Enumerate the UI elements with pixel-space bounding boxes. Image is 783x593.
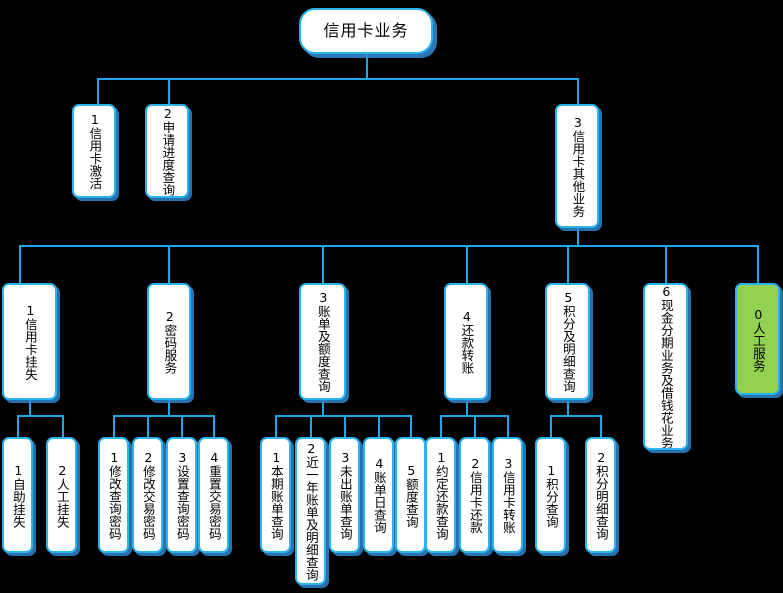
node-leaf-manual-loss-report[interactable]: 2人工挂失: [46, 437, 77, 553]
connector-bill-bus: [275, 415, 412, 417]
connector-pwd-leaf-1: [113, 415, 115, 437]
connector-pwd-leaf-2: [147, 415, 149, 437]
connector-repay-leaf-1: [440, 415, 442, 437]
connector-to-l3-4: [466, 245, 468, 283]
node-label: 2密码服务: [162, 309, 178, 374]
connector-points-leaf-2: [600, 415, 602, 437]
node-l3-cash-installment-and-loan-business[interactable]: 6现金分期业务及借钱花业务: [643, 283, 688, 450]
node-root-credit-card-business[interactable]: 信用卡业务: [299, 8, 433, 54]
node-l3-card-loss-report[interactable]: 1信用卡挂失: [2, 283, 57, 400]
node-leaf-points-query[interactable]: 1积分查询: [535, 437, 566, 553]
node-l2-other-card-services[interactable]: 3信用卡其他业务: [555, 104, 599, 228]
connector-to-l3-2: [168, 245, 170, 283]
node-label: 6现金分期业务及借钱花业务: [658, 284, 674, 449]
connector-to-l2-2: [168, 78, 170, 104]
connector-to-l3-3: [322, 245, 324, 283]
connector-repay-down: [466, 400, 468, 416]
connector-lost-bus: [17, 415, 64, 417]
node-label: 3信用卡其他业务: [570, 114, 586, 218]
node-label: 1自助挂失: [10, 462, 26, 528]
node-label: 0人工服务: [750, 306, 766, 372]
node-l2-application-progress-query[interactable]: 2申请进度查询: [145, 104, 189, 198]
connector-points-down: [567, 400, 569, 416]
connector-pwd-leaf-3: [181, 415, 183, 437]
node-label: 3账单及额度查询: [315, 290, 331, 393]
node-label: 1修改查询密码: [106, 450, 122, 540]
connector-pwd-down: [168, 400, 170, 416]
connector-to-l2-3: [577, 78, 579, 104]
node-l3-repayment-transfer[interactable]: 4还款转账: [444, 283, 488, 400]
connector-repay-leaf-3: [507, 415, 509, 437]
node-label: 2近一年账单及明细查询: [303, 441, 319, 581]
connector-to-l2-1: [97, 78, 99, 104]
node-label: 信用卡业务: [323, 20, 409, 40]
node-label: 1约定还款查询: [433, 450, 449, 540]
connector-lost-leaf-2: [62, 415, 64, 437]
node-label: 4账单日查询: [371, 456, 387, 534]
connector-bill-leaf-3: [344, 415, 346, 437]
connector-bill-leaf-4: [378, 415, 380, 437]
node-leaf-change-transaction-password[interactable]: 2修改交易密码: [132, 437, 163, 553]
connector-bill-leaf-2: [310, 415, 312, 437]
connector-lost-down: [29, 400, 31, 416]
node-label: 5额度查询: [403, 462, 419, 528]
node-label: 1本期账单查询: [268, 450, 284, 540]
connector-to-l3-6: [665, 245, 667, 283]
connector-repay-leaf-2: [474, 415, 476, 437]
node-label: 2人工挂失: [54, 462, 70, 528]
node-label: 5积分及明细查询: [560, 290, 576, 393]
node-label: 4还款转账: [459, 309, 475, 374]
connector-root-down: [366, 54, 368, 78]
connector-lost-leaf-1: [17, 415, 19, 437]
connector-to-l3-0: [757, 245, 759, 283]
node-leaf-reset-transaction-password[interactable]: 4重置交易密码: [198, 437, 229, 553]
node-leaf-points-detail-query[interactable]: 2积分明细查询: [585, 437, 616, 553]
node-label: 2修改交易密码: [140, 450, 156, 540]
node-leaf-bill-date-query[interactable]: 4账单日查询: [363, 437, 394, 553]
node-l3-password-service[interactable]: 2密码服务: [147, 283, 191, 400]
node-l3-points-and-detail-query[interactable]: 5积分及明细查询: [545, 283, 590, 400]
connector-bill-leaf-5: [410, 415, 412, 437]
connector-points-bus: [550, 415, 602, 417]
connector-points-leaf-1: [550, 415, 552, 437]
connector-bill-leaf-1: [275, 415, 277, 437]
connector-l2-3-down: [577, 228, 579, 246]
node-leaf-credit-card-transfer[interactable]: 3信用卡转账: [492, 437, 523, 553]
node-l3-bill-and-limit-query[interactable]: 3账单及额度查询: [299, 283, 346, 400]
connector-l3-bus: [19, 245, 759, 247]
node-leaf-current-bill-query[interactable]: 1本期账单查询: [260, 437, 291, 553]
node-label: 3未出账单查询: [337, 450, 353, 540]
node-label: 2申请进度查询: [160, 106, 176, 196]
node-l3-manual-service[interactable]: 0人工服务: [735, 283, 780, 395]
node-leaf-change-query-password[interactable]: 1修改查询密码: [98, 437, 129, 553]
node-label: 2积分明细查询: [593, 450, 609, 540]
node-label: 1信用卡挂失: [22, 302, 38, 381]
connector-pwd-leaf-4: [213, 415, 215, 437]
node-label: 3信用卡转账: [500, 456, 516, 534]
node-label: 1积分查询: [543, 462, 559, 528]
node-label: 3设置查询密码: [174, 450, 190, 540]
node-label: 1信用卡激活: [87, 112, 103, 190]
node-leaf-set-query-password[interactable]: 3设置查询密码: [166, 437, 197, 553]
connector-root-bus: [97, 78, 579, 80]
connector-to-l3-5: [567, 245, 569, 283]
node-label: 4重置交易密码: [206, 450, 222, 540]
node-leaf-credit-card-repayment[interactable]: 2信用卡还款: [459, 437, 490, 553]
connector-to-l3-1: [19, 245, 21, 283]
connector-pwd-bus: [113, 415, 214, 417]
node-l2-card-activation[interactable]: 1信用卡激活: [72, 104, 116, 198]
connector-bill-down: [322, 400, 324, 416]
node-leaf-credit-limit-query[interactable]: 5额度查询: [395, 437, 426, 553]
node-leaf-unbilled-query[interactable]: 3未出账单查询: [329, 437, 360, 553]
node-leaf-self-service-loss-report[interactable]: 1自助挂失: [2, 437, 33, 553]
node-leaf-agreed-repayment-query[interactable]: 1约定还款查询: [425, 437, 456, 553]
node-label: 2信用卡还款: [467, 456, 483, 534]
node-leaf-one-year-bill-and-detail-query[interactable]: 2近一年账单及明细查询: [295, 437, 326, 585]
